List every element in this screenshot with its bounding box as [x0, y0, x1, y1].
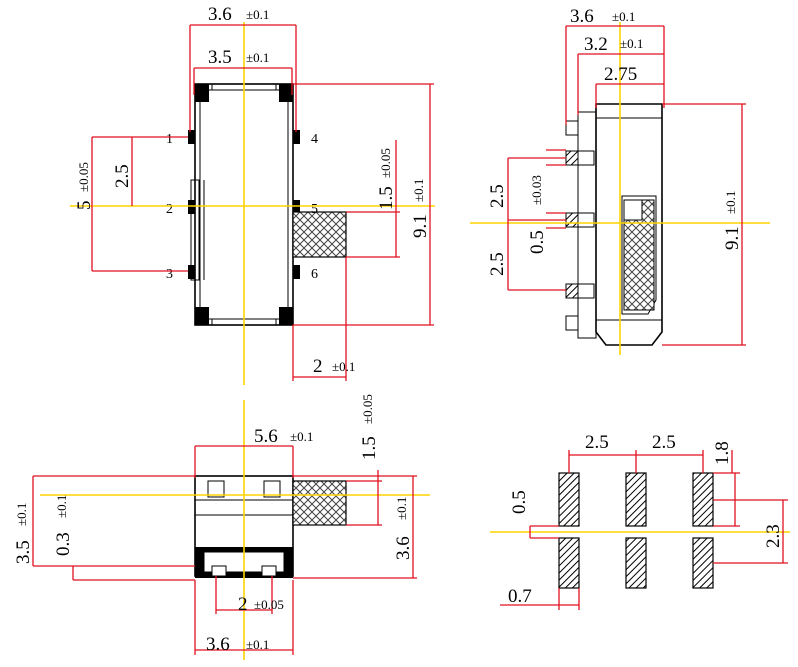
side-tol-height: ±0.1: [723, 191, 738, 214]
side-dim-height: 9.1: [722, 226, 743, 250]
side-dim-body: 2.75: [604, 64, 637, 85]
front-view-lever: [292, 480, 347, 526]
side-view-pins: [565, 120, 595, 331]
front-tol-height: ±0.1: [14, 503, 29, 526]
pin-label-2: 2: [166, 202, 173, 217]
front-tol-lever-h: ±0.05: [360, 394, 375, 424]
side-dim-pitch-top: 2.5: [487, 184, 508, 208]
tol-height: ±0.1: [411, 179, 426, 202]
tol-width-inner: ±0.1: [246, 50, 269, 65]
front-dim-lever-h: 1.5: [359, 436, 380, 460]
pad-layout-dimensions: [500, 450, 788, 610]
front-dim-width: 5.6: [254, 426, 278, 447]
front-tol-depth: ±0.1: [394, 497, 409, 520]
pad-layout: 2.5 2.5 1.8 0.5 2.3 0.7: [490, 432, 790, 610]
front-dim-depth: 3.6: [393, 536, 414, 560]
side-tol-mid: ±0.1: [620, 36, 643, 51]
front-dim-height: 3.5: [13, 540, 34, 564]
side-tol-pin-width: ±0.03: [529, 175, 544, 205]
front-dim-slot: 2: [238, 594, 248, 615]
side-view: 3.6 ±0.1 3.2 ±0.1 2.75 2.5 0.5 ±0.03 2.5…: [470, 6, 770, 355]
pin-label-1: 1: [166, 132, 173, 147]
side-tol-total: ±0.1: [612, 9, 635, 24]
side-dim-pin-width: 0.5: [527, 230, 548, 254]
tol-lever-width: ±0.05: [378, 148, 393, 178]
pin-label-6: 6: [311, 267, 318, 282]
top-view-lever: [292, 211, 347, 258]
top-view-pins: [188, 130, 300, 279]
front-tol-standoff: ±0.1: [54, 495, 69, 518]
tol-lever-length: ±0.1: [332, 359, 355, 374]
side-dim-pitch-bottom: 2.5: [487, 252, 508, 276]
pad-dim-row-span: 2.3: [763, 524, 784, 548]
pad-dim-pitch-1: 2.5: [585, 432, 609, 453]
dim-width-total: 3.6: [208, 4, 232, 25]
side-view-dimensions: [507, 25, 746, 346]
side-dim-total: 3.6: [570, 6, 594, 27]
tol-width-total: ±0.1: [246, 7, 269, 22]
dim-lever-width: 1.5: [376, 186, 397, 210]
dim-pin-pitch: 2.5: [112, 164, 133, 188]
front-dim-standoff: 0.3: [53, 532, 74, 556]
top-view-dimensions: [91, 24, 434, 381]
pin-label-3: 3: [166, 267, 173, 282]
dim-width-inner: 3.5: [208, 47, 232, 68]
front-tol-base: ±0.1: [246, 637, 269, 652]
front-tol-width: ±0.1: [290, 429, 313, 444]
dim-lever-length: 2: [313, 356, 323, 377]
front-view: 5.6 ±0.1 1.5 ±0.05 3.6 ±0.1 3.5 ±0.1 0.3…: [13, 394, 430, 660]
pad-dim-pad-width: 0.7: [508, 586, 532, 607]
dim-pin-span: 5: [74, 201, 95, 211]
front-dim-base: 3.6: [206, 634, 230, 655]
pad-layout-pads: [558, 472, 714, 589]
side-view-body: [577, 103, 663, 346]
top-view-body: [190, 83, 294, 326]
top-view: 1 2 3 4 5 6: [70, 4, 435, 385]
pad-dim-pad-len: 1.8: [712, 441, 733, 465]
side-dim-mid: 3.2: [584, 34, 608, 55]
pad-dim-pitch-2: 2.5: [652, 432, 676, 453]
front-view-dimensions: [32, 445, 417, 655]
dim-height: 9.1: [410, 214, 431, 238]
front-tol-slot: ±0.05: [254, 597, 284, 612]
tol-pin-span: ±0.05: [76, 162, 91, 192]
pin-label-5: 5: [311, 202, 318, 217]
pin-label-4: 4: [311, 132, 318, 147]
pad-dim-gap: 0.5: [509, 490, 530, 514]
